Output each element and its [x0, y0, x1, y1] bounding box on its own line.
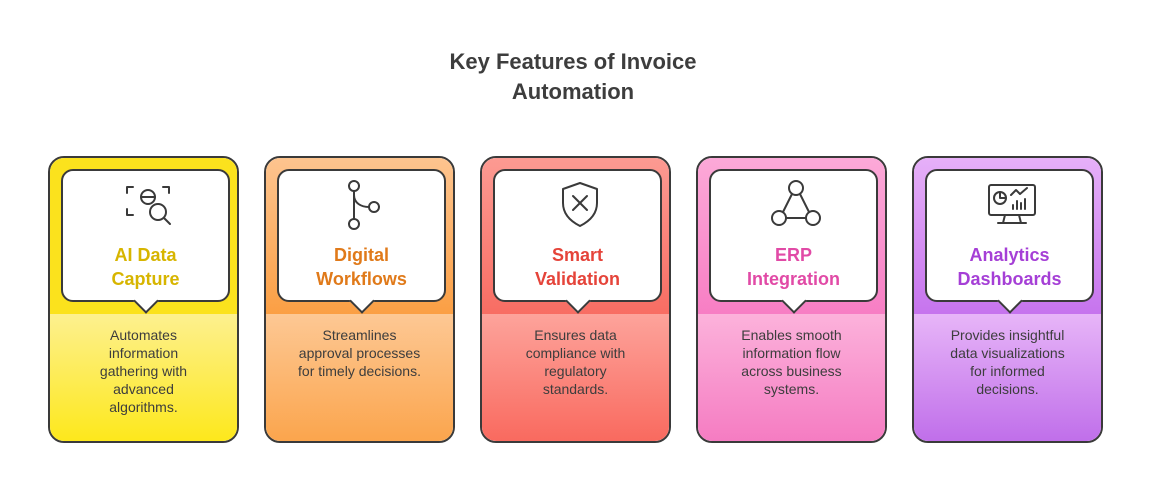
description-line: systems.: [763, 381, 820, 397]
card-description-area: Provides insightful data visualizations …: [914, 314, 1101, 441]
label-line-1: Smart: [551, 245, 604, 265]
card-description-area: Automates information gathering with adv…: [50, 314, 237, 441]
network-nodes-icon: [769, 179, 823, 233]
feature-callout: Smart Validation: [493, 169, 662, 314]
description-line: data visualizations: [950, 345, 1065, 361]
description-line: regulatory: [544, 363, 607, 379]
feature-callout: Analytics Dashboards: [925, 169, 1094, 314]
card-description-area: Streamlines approval processes for timel…: [266, 314, 453, 441]
description-line: approval processes: [298, 345, 421, 361]
feature-label: Smart Validation: [495, 243, 660, 291]
description-line: advanced: [113, 381, 174, 397]
diagram-title: Key Features of Invoice Automation: [0, 47, 1146, 107]
description-line: Streamlines: [322, 327, 397, 343]
feature-callout: Digital Workflows: [277, 169, 446, 314]
description-line: Automates: [110, 327, 177, 343]
title-line-2: Automation: [511, 79, 635, 104]
label-line-1: ERP: [774, 245, 812, 265]
feature-card-ai-data-capture: Automates information gathering with adv…: [48, 156, 239, 443]
description-line: decisions.: [976, 381, 1039, 397]
feature-callout: ERP Integration: [709, 169, 878, 314]
feature-label: ERP Integration: [711, 243, 876, 291]
label-line-2: Workflows: [316, 269, 407, 289]
feature-description: Provides insightful data visualizations …: [922, 326, 1093, 398]
git-branch-icon: [337, 179, 391, 233]
analytics-monitor-icon: [985, 179, 1039, 233]
label-line-1: Digital: [333, 245, 389, 265]
feature-label: Digital Workflows: [279, 243, 444, 291]
description-line: information: [108, 345, 179, 361]
description-line: compliance with: [525, 345, 626, 361]
feature-card-smart-validation: Ensures data compliance with regulatory …: [480, 156, 671, 443]
ai-scan-search-icon: [121, 179, 175, 233]
description-line: Ensures data: [534, 327, 617, 343]
description-line: gathering with: [99, 363, 188, 379]
shield-x-icon: [553, 179, 607, 233]
feature-card-digital-workflows: Streamlines approval processes for timel…: [264, 156, 455, 443]
card-description-area: Ensures data compliance with regulatory …: [482, 314, 669, 441]
feature-label: Analytics Dashboards: [927, 243, 1092, 291]
title-line-1: Key Features of Invoice: [449, 49, 697, 74]
feature-callout: AI Data Capture: [61, 169, 230, 314]
description-line: across business: [741, 363, 842, 379]
feature-description: Ensures data compliance with regulatory …: [490, 326, 661, 398]
description-line: Provides insightful: [950, 327, 1065, 343]
label-line-2: Integration: [747, 269, 840, 289]
feature-card-erp-integration: Enables smooth information flow across b…: [696, 156, 887, 443]
feature-description: Streamlines approval processes for timel…: [274, 326, 445, 380]
label-line-2: Validation: [534, 269, 621, 289]
feature-card-analytics-dashboards: Provides insightful data visualizations …: [912, 156, 1103, 443]
description-line: for timely decisions.: [298, 363, 421, 379]
description-line: information flow: [742, 345, 841, 361]
card-description-area: Enables smooth information flow across b…: [698, 314, 885, 441]
label-line-1: AI Data: [114, 245, 177, 265]
description-line: standards.: [542, 381, 609, 397]
description-line: algorithms.: [109, 399, 178, 415]
label-line-2: Capture: [111, 269, 180, 289]
feature-label: AI Data Capture: [63, 243, 228, 291]
label-line-1: Analytics: [969, 245, 1050, 265]
description-line: Enables smooth: [741, 327, 842, 343]
description-line: for informed: [970, 363, 1045, 379]
feature-description: Automates information gathering with adv…: [58, 326, 229, 416]
label-line-2: Dashboards: [957, 269, 1062, 289]
feature-description: Enables smooth information flow across b…: [706, 326, 877, 398]
